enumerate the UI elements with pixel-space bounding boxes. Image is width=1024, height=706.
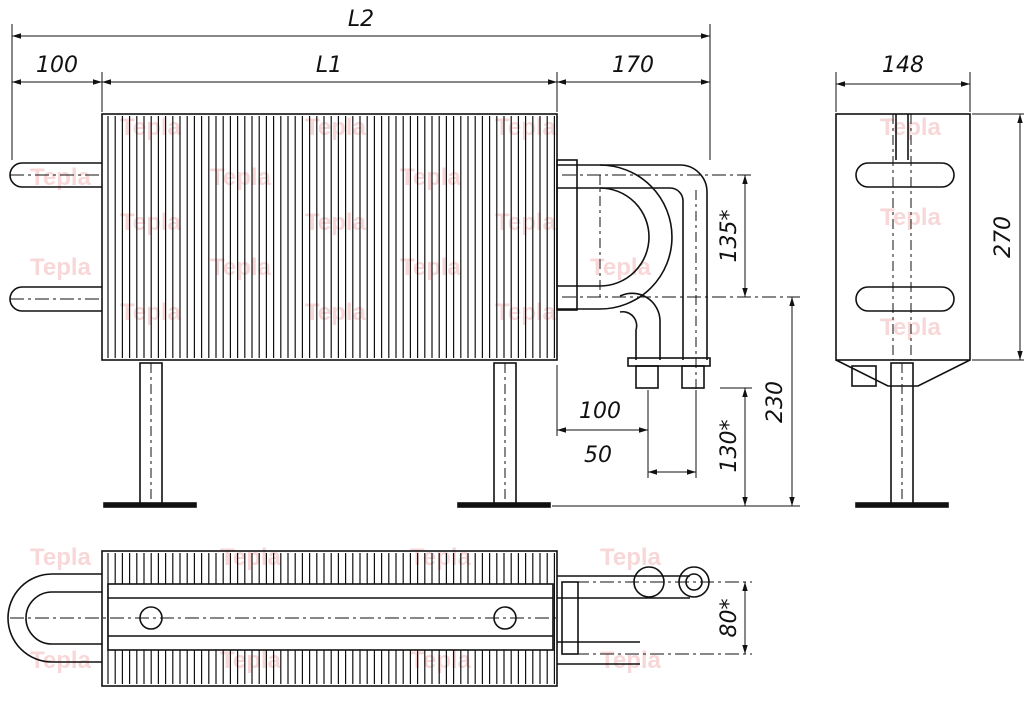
left-inlet-pipes <box>9 162 102 312</box>
watermark: Tepla <box>410 647 472 674</box>
front-legs <box>103 362 551 508</box>
watermark: Tepla <box>305 299 367 326</box>
dim-outlet-offset-b: 50 <box>584 443 612 468</box>
dim-pipe-spacing-front: 135* <box>717 210 742 263</box>
watermark: Tepla <box>400 254 462 281</box>
dim-leg-height: 230 <box>763 381 788 423</box>
top-view <box>7 550 752 687</box>
dim-depth: 148 <box>882 53 924 78</box>
watermark: Tepla <box>600 647 662 674</box>
dim-pipe-spacing-top: 80* <box>717 599 742 638</box>
watermark: Tepla <box>30 544 92 571</box>
dimension-labels: L2 100 L1 170 148 100 50 270 135* 230 13… <box>36 7 1016 638</box>
dim-outlet-height: 130* <box>717 420 742 473</box>
right-pipe-assembly <box>556 159 800 390</box>
watermark: Tepla <box>400 164 462 191</box>
watermark: Tepla <box>220 544 282 571</box>
dim-left-offset: 100 <box>36 53 78 78</box>
watermark: Tepla <box>220 647 282 674</box>
dim-overall-length: L2 <box>348 7 374 32</box>
watermark: Tepla <box>30 254 92 281</box>
watermark: Tepla <box>210 254 272 281</box>
watermark: Tepla <box>305 209 367 236</box>
watermark: Tepla <box>305 114 367 141</box>
dim-right-offset: 170 <box>612 53 654 78</box>
dim-height: 270 <box>991 216 1016 258</box>
dimension-lines <box>11 24 1024 654</box>
dim-body-length: L1 <box>316 53 342 78</box>
dim-outlet-offset-a: 100 <box>579 399 621 424</box>
watermark: Tepla <box>410 544 472 571</box>
watermark: Tepla <box>210 164 272 191</box>
side-view <box>835 113 971 508</box>
front-view <box>9 113 800 508</box>
front-fins <box>107 116 556 358</box>
watermark: Tepla <box>590 254 652 281</box>
